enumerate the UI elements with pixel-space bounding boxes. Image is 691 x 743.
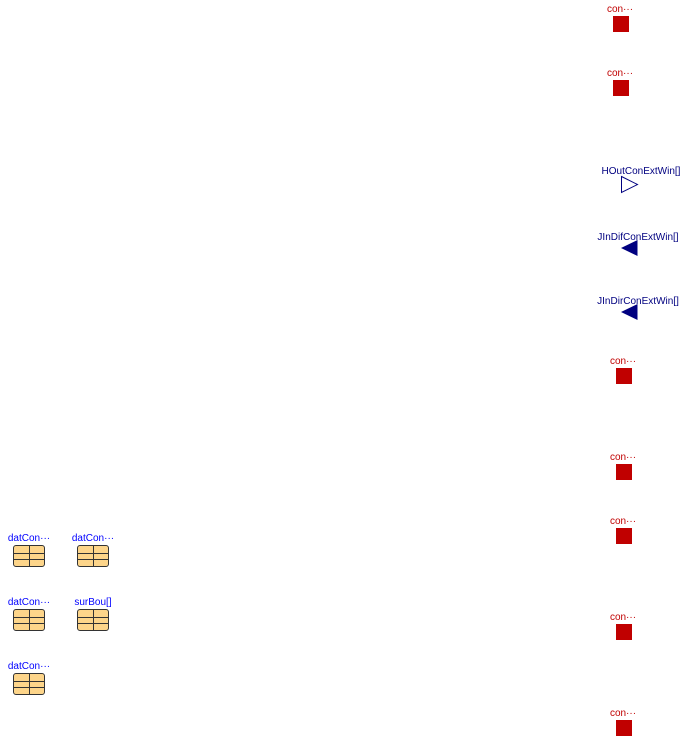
signal-port-label: JInDifConExtWin[] bbox=[597, 232, 679, 243]
heat-port-label: con··· bbox=[609, 452, 637, 463]
heat-port-label: con··· bbox=[609, 612, 637, 623]
heat-port-square-icon[interactable] bbox=[616, 464, 632, 480]
heat-port-label: con··· bbox=[609, 516, 637, 527]
heat-port-square-icon[interactable] bbox=[616, 720, 632, 736]
table-icon[interactable] bbox=[13, 545, 45, 567]
heat-port-square-icon[interactable] bbox=[616, 624, 632, 640]
output-triangle-icon[interactable] bbox=[621, 175, 639, 194]
heat-port-square-icon[interactable] bbox=[613, 16, 629, 32]
heat-port-label: con··· bbox=[609, 708, 637, 719]
signal-port-label: HOutConExtWin[] bbox=[601, 166, 681, 177]
heat-port-square-icon[interactable] bbox=[616, 368, 632, 384]
record-label: datCon··· bbox=[7, 661, 51, 672]
input-triangle-icon[interactable] bbox=[621, 304, 638, 320]
heat-port-label: con··· bbox=[609, 356, 637, 367]
table-icon[interactable] bbox=[77, 609, 109, 631]
heat-port-square-icon[interactable] bbox=[613, 80, 629, 96]
record-label: surBou[] bbox=[74, 597, 112, 608]
record-label: datCon··· bbox=[7, 597, 51, 608]
table-icon[interactable] bbox=[13, 673, 45, 695]
signal-port-label: JInDirConExtWin[] bbox=[597, 296, 679, 307]
heat-port-label: con··· bbox=[606, 4, 634, 15]
heat-port-label: con··· bbox=[606, 68, 634, 79]
input-triangle-icon[interactable] bbox=[621, 240, 638, 256]
table-icon[interactable] bbox=[77, 545, 109, 567]
record-label: datCon··· bbox=[7, 533, 51, 544]
table-icon[interactable] bbox=[13, 609, 45, 631]
record-label: datCon··· bbox=[71, 533, 115, 544]
heat-port-square-icon[interactable] bbox=[616, 528, 632, 544]
